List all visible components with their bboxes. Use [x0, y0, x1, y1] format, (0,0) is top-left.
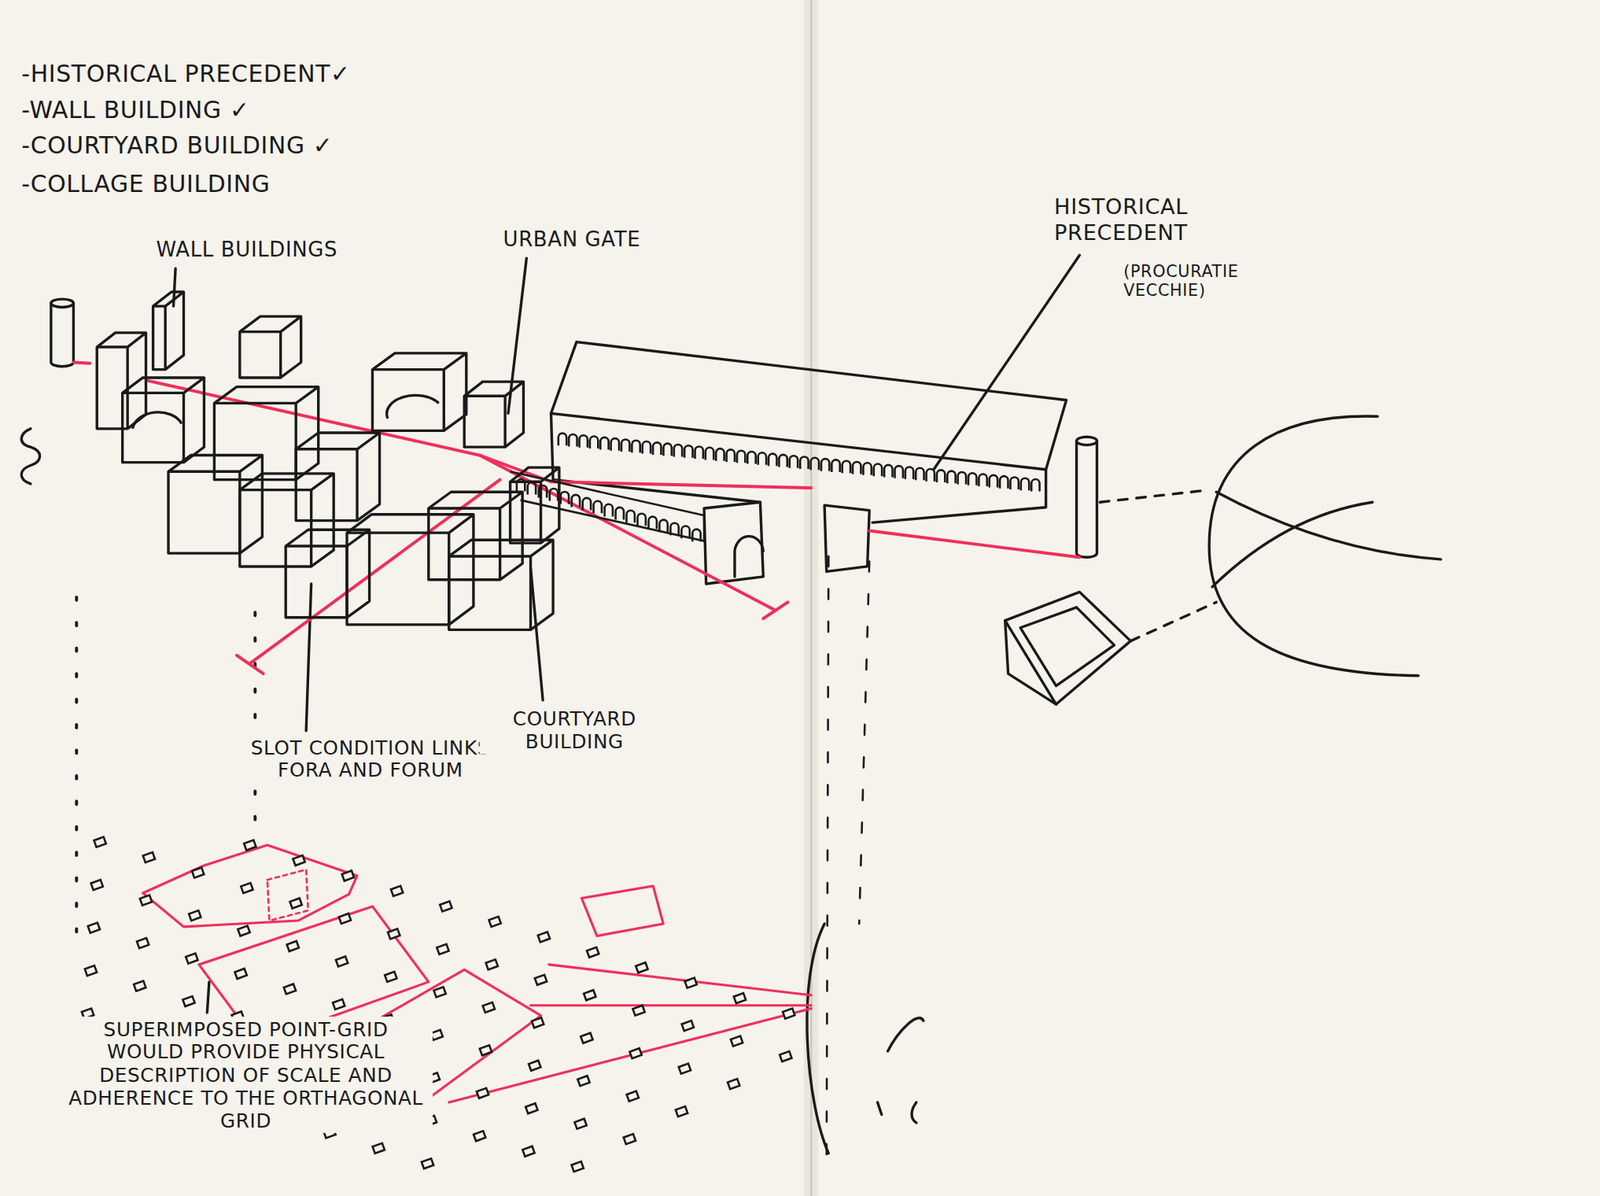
building-block [510, 467, 560, 543]
grid-point [191, 867, 204, 878]
grid-point [84, 965, 97, 976]
courtyard-curve [387, 394, 439, 418]
grid-point [439, 900, 452, 911]
courtyard-curve [132, 412, 182, 429]
annotation-label: SUPERIMPOSED POINT-GRID WOULD PROVIDE PH… [58, 1016, 433, 1133]
grid-point [88, 922, 100, 933]
annotation-label: COURTYARD BUILDING [479, 706, 670, 755]
building-block [428, 491, 523, 580]
grid-point [476, 1087, 489, 1099]
annotation-label: URBAN GATE [500, 226, 645, 253]
grid-point [538, 931, 550, 942]
grid-point [93, 836, 106, 848]
annotation-label: SLOT CONDITION LINKS FORA AND FORUM [244, 734, 496, 783]
building-block [285, 529, 369, 618]
grid-point [586, 947, 599, 958]
grid-point [522, 1146, 535, 1157]
annotation-label: (PROCURATIE VECCHIE) [1120, 261, 1280, 303]
grid-point [635, 962, 648, 973]
grid-point [528, 1060, 541, 1071]
arcade-arches [516, 479, 701, 542]
grid-point [421, 1157, 434, 1169]
grid-point [237, 925, 250, 937]
grid-point [727, 1078, 740, 1089]
grid-point [188, 910, 201, 921]
grid-point [632, 1005, 645, 1016]
annotation-label: HISTORICAL PRECEDENT [1050, 193, 1251, 247]
grid-point [182, 995, 195, 1007]
grid-point [682, 1020, 694, 1031]
grid-point [91, 879, 104, 890]
grid-point [488, 916, 501, 927]
checklist-item: -HISTORICAL PRECEDENT✓ [18, 58, 354, 89]
building-block [372, 353, 466, 432]
building-block [239, 316, 302, 378]
grid-point [140, 895, 152, 906]
grid-point [678, 1063, 691, 1074]
grid-point [733, 992, 746, 1003]
grid-point [143, 851, 155, 863]
grid-point [626, 1091, 639, 1102]
arcade-block [510, 471, 705, 541]
grid-point [531, 1017, 544, 1028]
arcade-arches [558, 433, 1040, 492]
checklist-item: -COURTYARD BUILDING ✓ [18, 130, 336, 161]
building-block [213, 387, 318, 480]
building-block [168, 455, 262, 554]
grid-point [342, 870, 354, 882]
grid-point [782, 1008, 795, 1019]
grid-point [580, 1032, 593, 1044]
building-block [122, 377, 205, 463]
grid-point [571, 1161, 584, 1172]
grid-point [730, 1035, 743, 1047]
grid-point [574, 1118, 587, 1129]
grid-point [133, 980, 146, 992]
checklist-item: -COLLAGE BUILDING [18, 169, 273, 200]
grid-point [234, 968, 247, 979]
grid-point [335, 955, 348, 966]
grid-point [436, 943, 449, 955]
grid-point [577, 1075, 590, 1086]
grid-point [630, 1047, 642, 1059]
grid-point [287, 940, 299, 952]
building-block [449, 539, 553, 630]
grid-point [482, 1002, 495, 1013]
grid-point [372, 1142, 385, 1154]
grid-point [387, 928, 400, 939]
grid-point [290, 898, 303, 909]
grid-point [332, 999, 345, 1010]
grid-point [283, 983, 296, 994]
building-block [346, 514, 474, 625]
building-block [464, 381, 524, 447]
grid-point [623, 1133, 636, 1144]
grid-point [243, 840, 256, 851]
grid-point [384, 971, 397, 982]
grid-point [240, 882, 253, 893]
grid-point [390, 885, 403, 896]
grid-point [534, 974, 547, 985]
grid-point [473, 1130, 486, 1141]
grid-point [525, 1102, 538, 1114]
grid-point [292, 855, 305, 866]
grid-point [433, 986, 446, 997]
building-block [295, 432, 380, 521]
grid-point [685, 977, 697, 989]
checklist-item: -WALL BUILDING ✓ [18, 95, 253, 126]
grid-point [479, 1044, 492, 1055]
grid-point [185, 953, 198, 964]
grid-point [583, 989, 596, 1000]
building-block [153, 291, 185, 370]
grid-point [486, 958, 498, 970]
grid-point [136, 937, 149, 948]
grid-point [779, 1050, 792, 1062]
grid-point [339, 913, 351, 924]
grid-point [675, 1105, 688, 1117]
annotation-label: WALL BUILDINGS [153, 236, 342, 263]
